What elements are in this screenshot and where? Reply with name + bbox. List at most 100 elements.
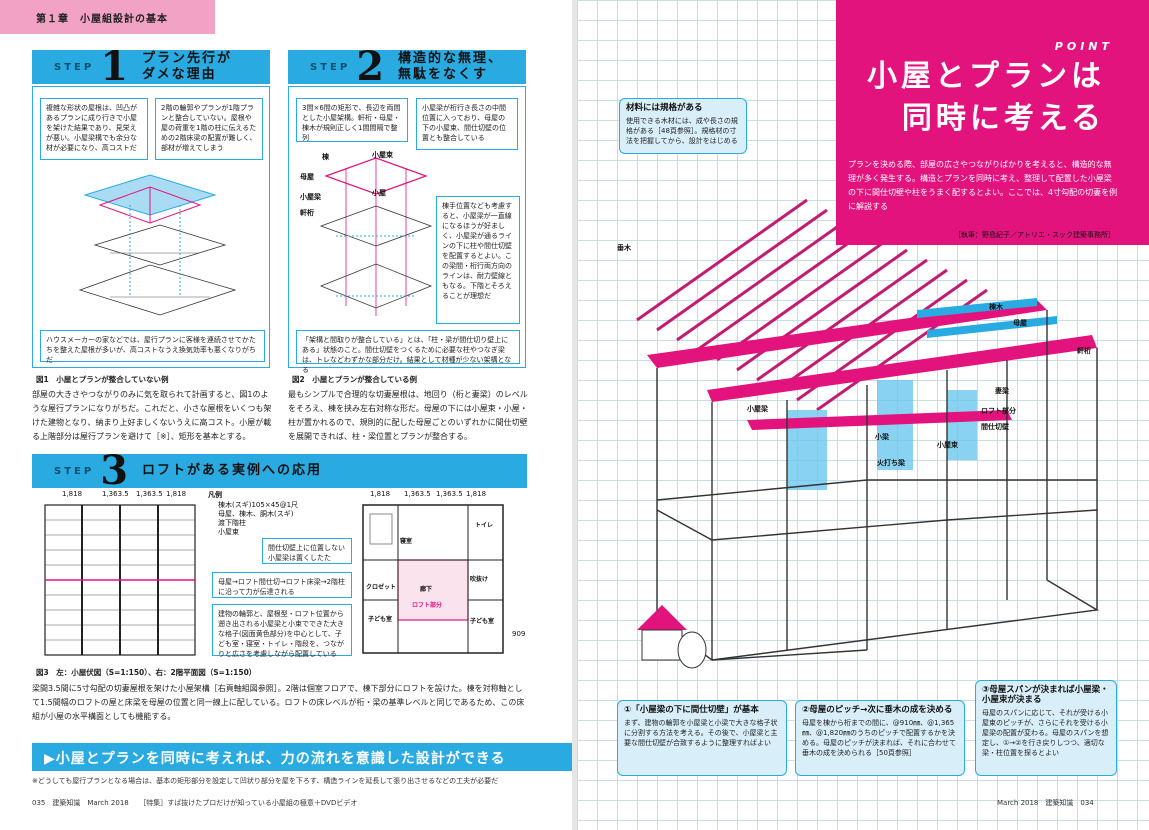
step1-note-b: 2階の輪郭やプランが1階プランと整合していない。屋根や屋の荷重を1階の柱に伝える…: [155, 98, 263, 160]
figure1-caption: 図1 小屋とプランが整合していない例: [36, 375, 169, 384]
step1-note-a: 複雑な形状の屋根は、凹凸があるプランに成り行きで小屋を架けた結果であり、見栄えが…: [40, 98, 148, 160]
label-brace-beam: 火打ち梁: [877, 459, 905, 467]
step3-number: 3: [100, 447, 129, 494]
callout-material-title: 材料には規格がある: [626, 103, 703, 113]
footnote: ※どうしても屋行プランとなる場合は、基本の矩形部分を設定して凹状り部分を屋を下ろ…: [32, 777, 499, 785]
callout-material-standards: 材料には規格がある 使用できる木材には、成や長さの規格がある［48頁参照］。規格…: [619, 98, 747, 154]
legend-item-3: 渡下階柱: [218, 519, 246, 527]
second-floor-plan: [362, 504, 504, 654]
plan-left-dim-1: 1,818: [62, 490, 83, 498]
callout-3-title: ③母屋スパンが決まれば小屋梁・小屋束が決まる: [982, 685, 1109, 705]
label-partition: 間仕切壁: [981, 423, 1009, 431]
plan-left-dim-3: 1,363.5: [136, 490, 163, 498]
step2-title: 構造的な無理、無駄をなくす: [398, 51, 503, 83]
figure1-frame: [32, 86, 270, 368]
step2-label-eave: 軒桁: [300, 209, 314, 217]
plan-left-dim-4: 1,818: [166, 490, 187, 498]
step3-label: STEP: [54, 465, 95, 477]
heading-line2: 同時に考える: [901, 101, 1105, 136]
room-bedroom: 寝室: [400, 538, 413, 545]
plan-right-dim-2: 1,363.5: [404, 490, 431, 498]
left-folio: 035 建築知識 March 2018 ［特集］すば抜けたプロだけが知っている小…: [32, 799, 358, 807]
callout-1-title: ①「小屋梁の下に間仕切壁」が基本: [624, 705, 759, 715]
step3-header: STEP 3 ロフトがある実例への応用: [32, 447, 527, 494]
lead-text: プランを決める際、部屋の広さやつながりばかりを考えると、構造的な無理が多く発生す…: [848, 160, 1118, 211]
step2-label-strut: 小屋束: [372, 151, 393, 159]
step1-note-c: ハウスメーカーの家などでは、屋行プランに客様を連続させてかたちを整えた屋根が多い…: [40, 330, 265, 364]
step2-number: 2: [356, 43, 385, 90]
label-small-beam: 小梁: [875, 433, 889, 441]
legend-item-4: 小屋束: [218, 528, 239, 536]
point-title-block: POINT 小屋とプランは同時に考える プランを決める際、部屋の広さやつながりば…: [836, 0, 1149, 245]
step1-label: STEP: [54, 61, 95, 73]
label-rafter: 垂木: [617, 244, 631, 252]
room-loft: ロフト部分: [412, 602, 443, 609]
label-purlin: 母屋: [1013, 319, 1027, 327]
step1-body: 部屋の大きさやつながりのみに気を取られて計画すると、図1のような屋行プランになり…: [32, 390, 272, 441]
step1-title-line2: ダメな理由: [142, 67, 217, 82]
legend-item-2: 母屋、棟木、胴木(スギ): [218, 510, 294, 518]
step3-note-a: 間仕切壁上に位置しない小屋梁は置くしたた: [262, 538, 352, 564]
step1-header: STEP 1 プラン先行がダメな理由: [32, 43, 270, 90]
plan-right-dim-4: 1,818: [466, 490, 487, 498]
summary-banner: ▶小屋とプランを同時に考えれば、力の流れを意識した設計ができる: [32, 743, 572, 771]
step2-note-c: 棟手位置なども考慮すると、小屋梁が一直線になるほうが好ましく、小屋梁が通るライン…: [436, 196, 520, 324]
room-closet: クロゼット: [366, 584, 397, 591]
left-page: 第１章 小屋組設計の基本 STEP 1 プラン先行がダメな理由 複雑な形状の屋根…: [0, 0, 572, 830]
step1-number: 1: [100, 43, 129, 90]
label-roof-beam: 小屋梁: [747, 405, 768, 413]
figure2-drawing: [319, 157, 433, 316]
gutter: [572, 0, 577, 830]
label-eave-beam: 軒桁: [1077, 347, 1091, 355]
room-kids-2: 子ども室: [470, 618, 495, 625]
plan-side-dim: 909: [512, 630, 526, 638]
callout-purlin-pitch: ②母屋のピッチ→次に垂木の成を決める 母屋を棟から桁までの間に、@910㎜、@1…: [795, 700, 965, 776]
step2-body: 最もシンプルで合理的な切妻屋根は、地回り（桁と妻梁）のレベルをそろえ、棟を挟み左…: [288, 390, 528, 441]
figure2-caption: 図2 小屋とプランが整合している例: [292, 375, 417, 384]
author-credit: ［執筆：野島紀子／アトリエ・スック建築事務所］: [954, 231, 1115, 239]
step3-note-c: 建物の輪郭と、屋根型・ロフト位置から遡き出される小屋梁と小束でできた大きな格子(…: [212, 604, 352, 658]
figure1-drawing: [78, 174, 237, 316]
framing-axonometric: [636, 198, 1100, 669]
label-ridge-beam: 棟木: [989, 303, 1003, 311]
callout-2-text: 母屋を棟から桁までの間に、@910㎜、@1,365㎜、@1,820㎜のうちのピッ…: [802, 719, 956, 757]
legend-title: 凡例: [208, 491, 222, 499]
label-loft: ロフト部分: [981, 407, 1016, 415]
step2-label-purlin: 母屋: [300, 173, 314, 181]
callout-material-text: 使用できる木材には、成や長さの規格がある［48頁参照］。規格材の寸法を把握してか…: [626, 117, 738, 145]
room-toilet: トイレ: [475, 522, 494, 529]
room-void: 吹抜け: [470, 576, 489, 583]
callout-partition-basic: ①「小屋梁の下に間仕切壁」が基本 まず、建物の輪郭を小屋梁と小梁で大きな格子状に…: [617, 700, 787, 776]
step3-title: ロフトがある実例への応用: [142, 463, 323, 478]
room-hallway: 廊下: [420, 586, 433, 593]
callout-3-text: 母屋のスパンに応じて、それが受ける小屋束のピッチが、さらにそれを受ける小屋梁の配…: [982, 709, 1109, 757]
step2-note-a: 3間×6間の矩形で、長辺を両間とした小屋架構。軒桁・母屋・棟木が規則正しく1間間…: [296, 98, 408, 142]
step2-label: STEP: [310, 61, 351, 73]
callout-2-title: ②母屋のピッチ→次に垂木の成を決める: [802, 705, 953, 715]
plan-right-dim-3: 1,363.5: [436, 490, 463, 498]
plan-left-dim-2: 1,363.5: [102, 490, 129, 498]
label-strut: 小屋束: [937, 441, 958, 449]
point-label: POINT: [1054, 40, 1113, 53]
roof-framing-plan: [44, 504, 196, 656]
step1-title: プラン先行がダメな理由: [142, 51, 232, 83]
page-heading: 小屋とプランは同時に考える: [867, 56, 1105, 140]
step2-header: STEP 2 構造的な無理、無駄をなくす: [288, 43, 526, 90]
step3-note-b: 母屋→ロフト間仕切→ロフト床梁→2階柱に沿って力が伝達される: [212, 572, 352, 598]
plan-right-dim-1: 1,818: [370, 490, 391, 498]
step2-note-b: 小屋梁が桁行き長さの中間位置に入っており、母屋の下の小屋束、間仕切壁の位置とも整…: [416, 98, 518, 150]
callout-1-text: まず、建物の輪郭を小屋梁と小梁で大きな格子状に分割する方法を考える。その後で、小…: [624, 719, 778, 747]
step3-body: 梁間3.5間に5寸勾配の切妻屋根を架けた小屋架構［右頁軸組図参照］。2階は個室フ…: [32, 684, 525, 721]
heading-line1: 小屋とプランは: [867, 59, 1105, 94]
chapter-tab: 第１章 小屋組設計の基本: [0, 0, 215, 34]
step2-label-ridge: 棟: [322, 153, 329, 161]
figure2-frame: [288, 86, 526, 368]
legend-item-1: 棟木(スギ)105×45@1尺: [218, 501, 299, 509]
right-folio: March 2018 建築知識 034: [997, 799, 1094, 807]
step2-title-line2: 無駄をなくす: [398, 67, 489, 82]
callout-purlin-span: ③母屋スパンが決まれば小屋梁・小屋束が決まる 母屋のスパンに応じて、それが受ける…: [975, 680, 1117, 776]
step2-label-beam: 小屋梁: [300, 193, 321, 201]
step2-title-line1: 構造的な無理、: [398, 51, 504, 66]
right-page: 垂木 棟木 母屋 軒桁 妻梁 ロフト部分 間仕切壁 小屋梁 小梁 小屋束 火打ち…: [577, 0, 1149, 830]
step2-note-d: 「架構と間取りが整合している」とは、「柱・梁が間仕切り壁上にある」状態のこと。間…: [296, 330, 520, 374]
